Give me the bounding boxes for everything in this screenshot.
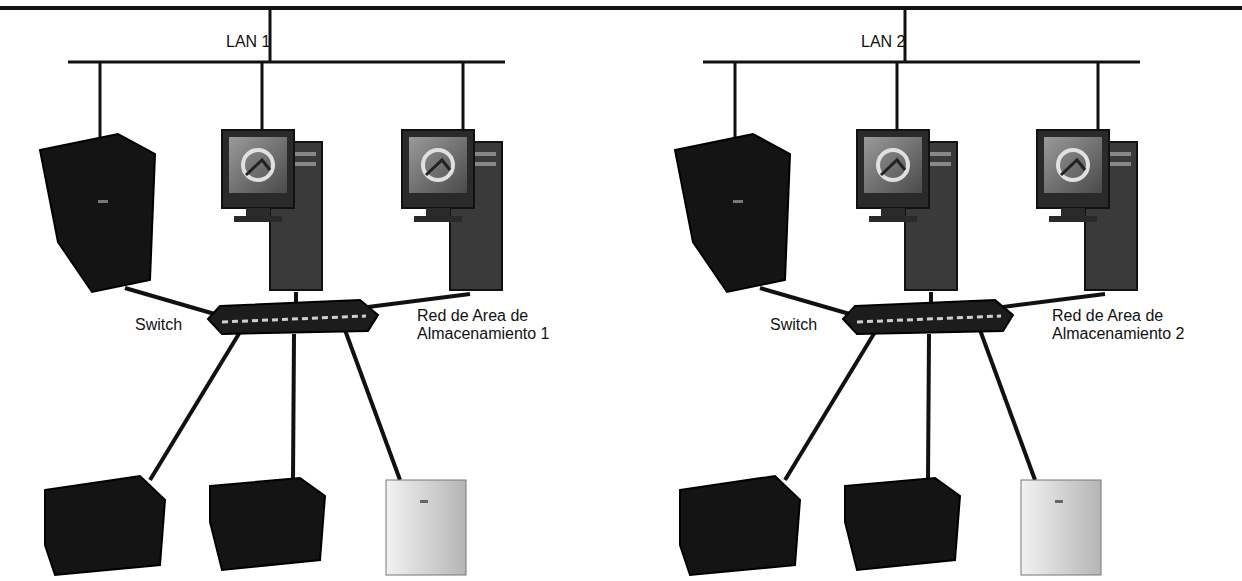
san-label: Red de Area de Almacenamiento 1 (417, 307, 577, 343)
lan-label: LAN 2 (861, 33, 905, 51)
backbone-line (0, 6, 1242, 10)
network-section (675, 8, 1140, 575)
lan-label: LAN 1 (226, 33, 270, 51)
switch-label: Switch (135, 316, 182, 334)
switch-label: Switch (770, 316, 817, 334)
network-section (40, 8, 505, 575)
san-label: Red de Area de Almacenamiento 2 (1052, 307, 1212, 343)
